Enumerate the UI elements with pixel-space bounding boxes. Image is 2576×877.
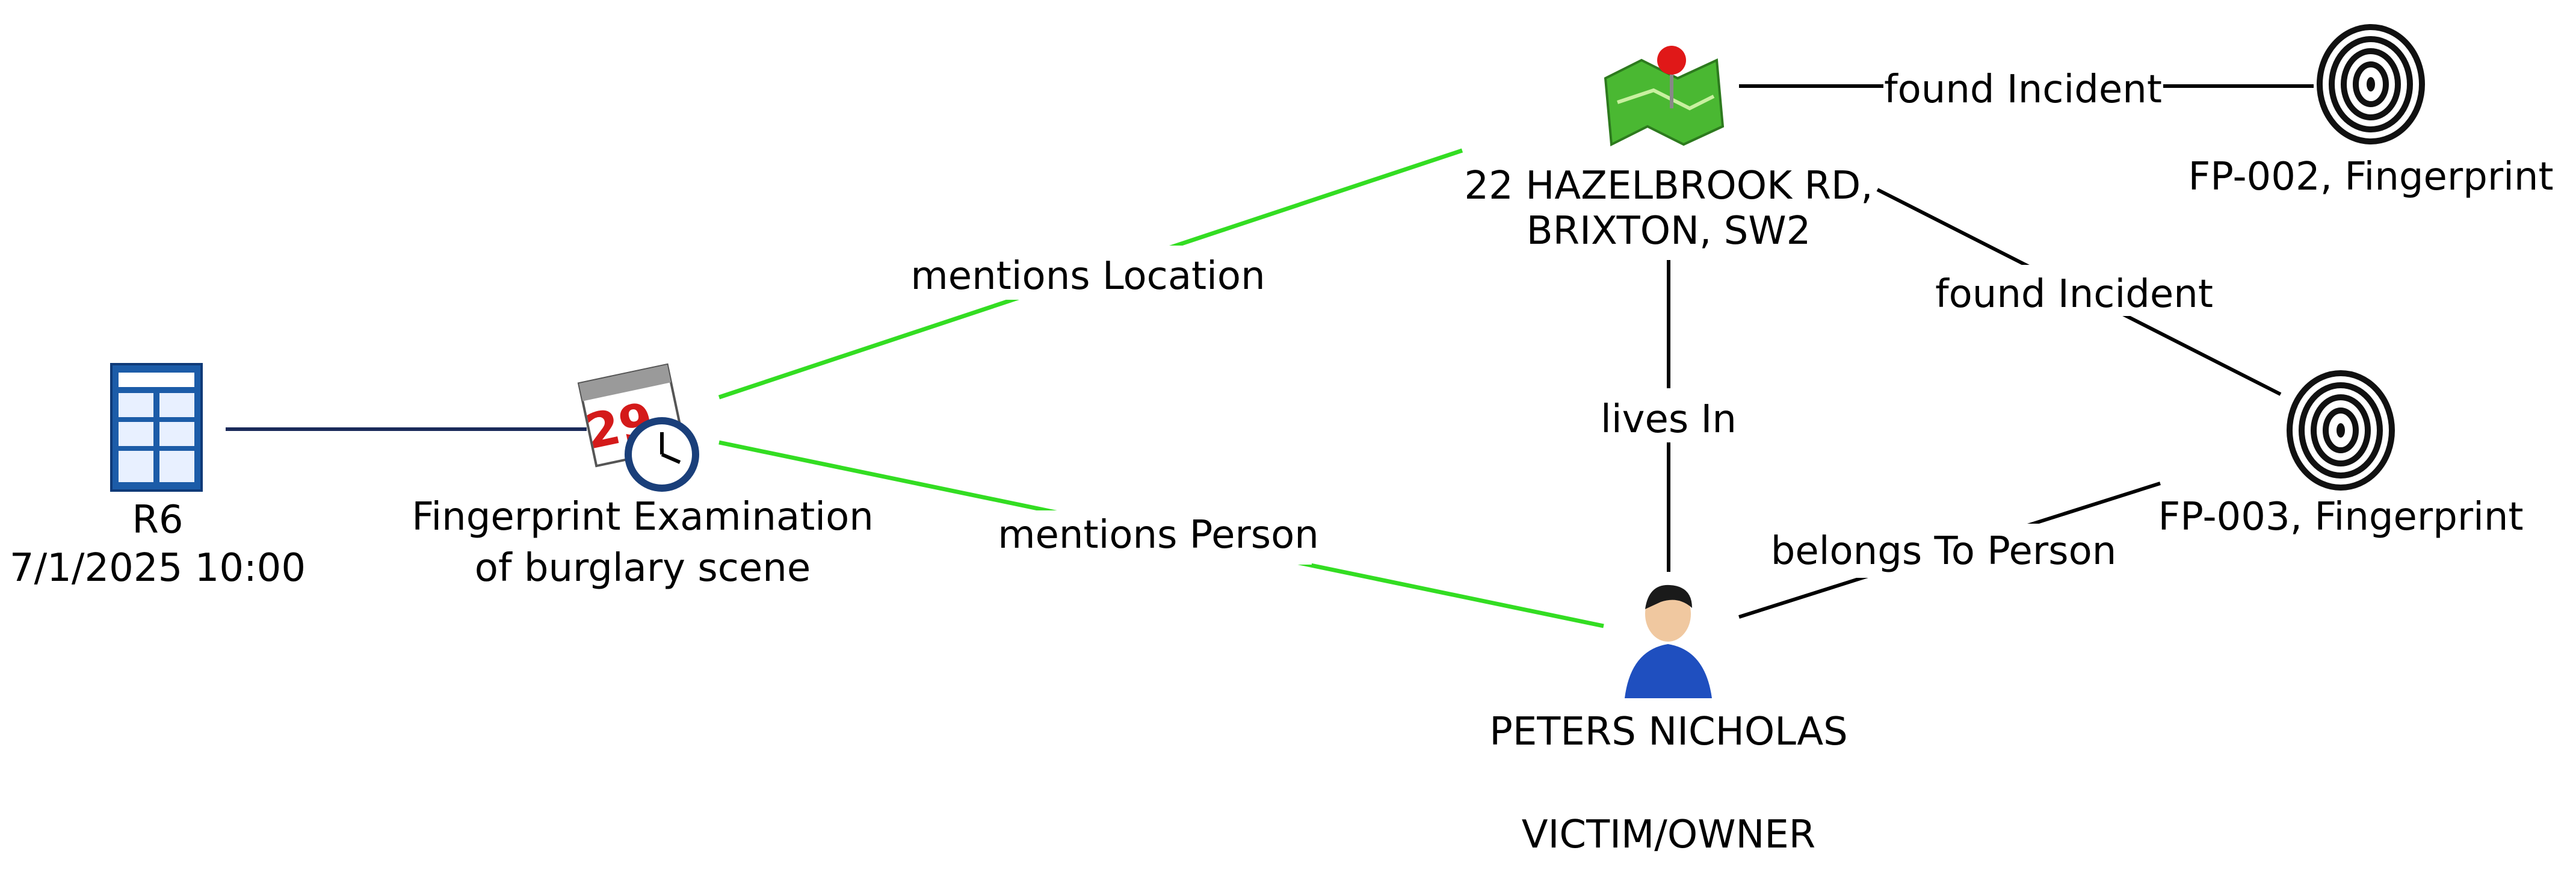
node-fp002-label: FP-002, Fingerprint (2188, 155, 2553, 199)
node-location-line1: 22 HAZELBROOK RD, (1464, 164, 1873, 208)
edge-label-layer: mentions Location mentions Person found … (910, 63, 2214, 578)
node-person-role: VICTIM/OWNER (1522, 813, 1816, 857)
node-person-name: PETERS NICHOLAS (1489, 710, 1847, 754)
calendar-clock-icon: 29 (577, 363, 699, 492)
edge-label-lives-in: lives In (1595, 388, 1742, 442)
fingerprint-icon (2317, 24, 2425, 144)
fingerprint-icon (2287, 370, 2395, 491)
node-event-title-line2: of burglary scene (475, 546, 811, 590)
svg-text:found Incident: found Incident (1935, 272, 2213, 317)
svg-text:found Incident: found Incident (1884, 67, 2162, 112)
node-report-title: R6 (132, 498, 183, 542)
node-report[interactable]: R6 7/1/2025 10:00 (10, 363, 306, 590)
node-location-line2: BRIXTON, SW2 (1527, 209, 1811, 253)
person-icon (1625, 584, 1712, 698)
node-event[interactable]: 29 Fingerprint Examination of burglary s… (412, 363, 874, 590)
svg-text:belongs To Person: belongs To Person (1771, 529, 2117, 574)
svg-text:mentions Location: mentions Location (910, 254, 1265, 299)
node-fp002[interactable]: FP-002, Fingerprint (2188, 24, 2554, 199)
node-fp003-label: FP-003, Fingerprint (2158, 495, 2523, 539)
node-event-title-line1: Fingerprint Examination (412, 495, 874, 539)
node-report-date: 7/1/2025 10:00 (10, 546, 306, 590)
edge-label-found-incident-fp002: found Incident (1883, 63, 2163, 112)
edge-label-belongs-to-person: belongs To Person (1766, 524, 2121, 578)
edge-label-mentions-person: mentions Person (998, 510, 1319, 565)
map-pin-icon (1604, 46, 1725, 147)
svg-text:mentions Person: mentions Person (998, 513, 1319, 557)
edge-label-found-incident-fp003: found Incident (1935, 265, 2214, 317)
svg-text:lives In: lives In (1601, 397, 1737, 442)
report-document-icon (110, 363, 203, 492)
node-person[interactable]: PETERS NICHOLAS VICTIM/OWNER (1489, 584, 1848, 857)
node-location[interactable]: 22 HAZELBROOK RD, BRIXTON, SW2 (1464, 46, 1873, 253)
node-fp003[interactable]: FP-003, Fingerprint (2158, 370, 2524, 539)
edge-label-mentions-location: mentions Location (910, 246, 1265, 300)
